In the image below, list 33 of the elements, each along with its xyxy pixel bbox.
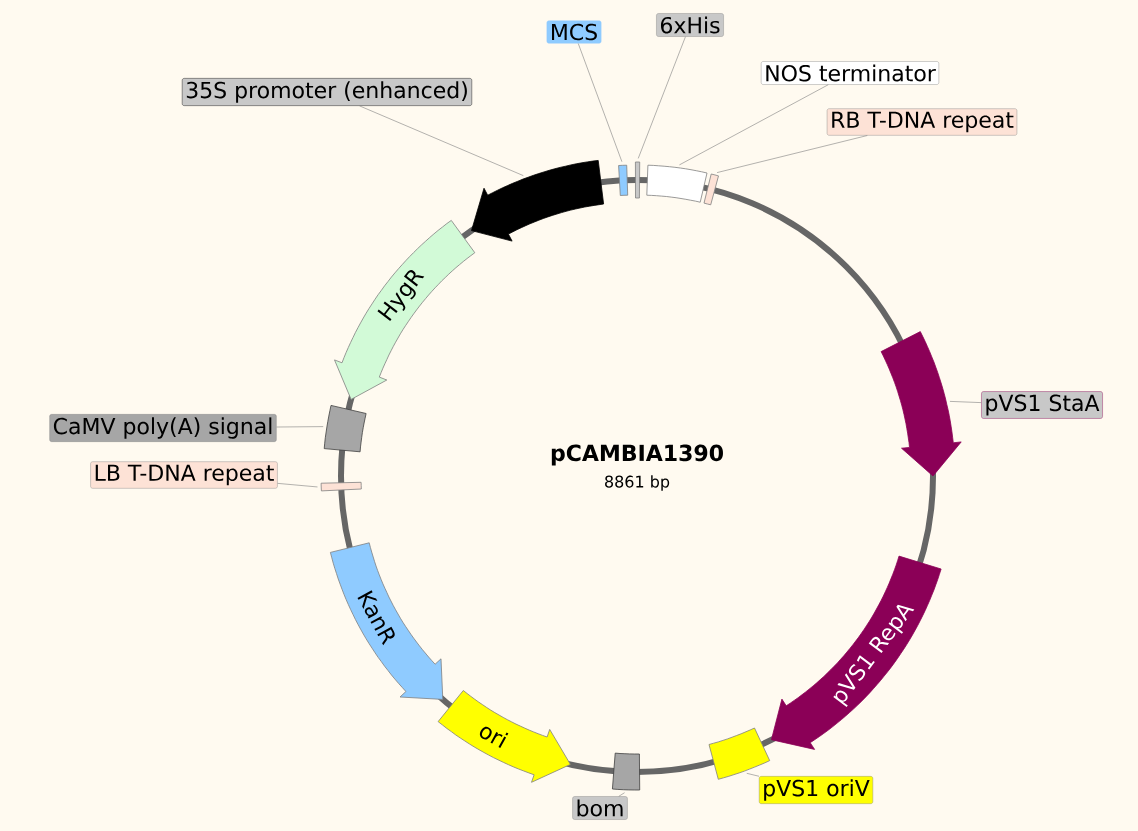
leader-line [277, 483, 318, 488]
feature-label: LB T-DNA repeat [90, 461, 278, 489]
leader-line [577, 43, 623, 162]
gene-feature: ori [437, 690, 571, 783]
feature-box [703, 173, 719, 206]
feature-label: NOS terminator [760, 61, 940, 85]
feature-box [320, 481, 362, 492]
leader-line [716, 135, 868, 173]
feature-box [323, 405, 367, 453]
leader-line [949, 401, 982, 403]
feature-box [646, 164, 708, 203]
feature-label: MCS [546, 20, 602, 44]
leader-line [679, 84, 829, 166]
plasmid-size: 8861 bp [605, 475, 670, 491]
leader-line [618, 792, 625, 797]
gene-feature [471, 160, 604, 242]
feature-label: 35S promoter (enhanced) [182, 78, 472, 106]
leader-line [276, 426, 324, 428]
feature-label: 6xHis [656, 13, 724, 37]
feature-label: RB T-DNA repeat [826, 108, 1018, 136]
leader-line [359, 105, 524, 176]
leader-line [746, 773, 760, 777]
feature-label: pVS1 oriV [759, 776, 874, 804]
gene-feature [880, 331, 962, 477]
feature-box [708, 727, 771, 780]
feature-label: pVS1 StaA [981, 391, 1103, 419]
feature-box [618, 164, 629, 196]
feature-label: CaMV poly(A) signal [49, 414, 277, 442]
feature-box [612, 752, 641, 791]
feature-label: bom [572, 796, 628, 820]
feature-box [635, 161, 641, 199]
leader-line [637, 36, 686, 159]
plasmid-name: pCAMBIA1390 [551, 444, 723, 466]
